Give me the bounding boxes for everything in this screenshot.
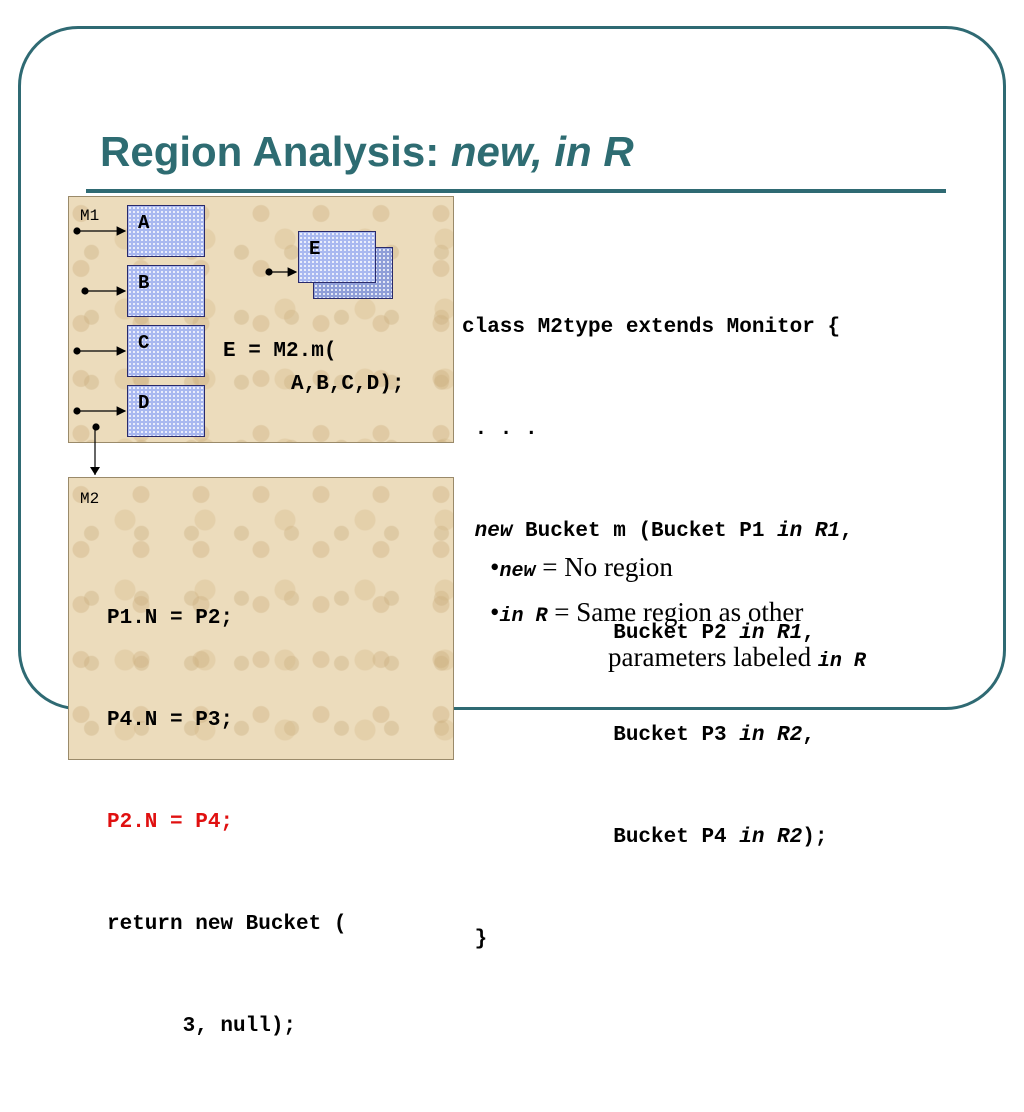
title-rule — [86, 189, 946, 193]
code-line-5: Bucket P3 in R2, — [462, 724, 815, 747]
m2-panel: M2 P1.N = P2; P4.N = P3; P2.N = P4; retu… — [68, 477, 454, 1038]
bullet-in-r-continued: parameters labeled in R — [608, 642, 866, 673]
m2-line-1: P1.N = P2; — [107, 607, 234, 630]
code-line-6: Bucket P4 in R2); — [462, 826, 828, 849]
m1-call-line2: A,B,C,D); — [291, 373, 405, 396]
m1-panel: M1 A B C D E E = M2.m( A,B,C,D); — [68, 196, 454, 443]
m2-line-4: return new Bucket ( — [107, 913, 347, 936]
m1-arrows — [73, 226, 298, 431]
box-e: E — [298, 231, 376, 283]
code-line-1: class M2type extends Monitor { — [462, 316, 841, 339]
m2-label: M2 — [80, 490, 100, 508]
slide-title: Region Analysis: new, in R — [100, 128, 634, 175]
m2-code: P1.N = P2; P4.N = P3; P2.N = P4; return … — [107, 534, 346, 1112]
code-line-2: . . . — [462, 418, 538, 441]
box-d: D — [127, 385, 205, 437]
box-b: B — [127, 265, 205, 317]
bullet-list: •new = No region •in R = Same region as … — [490, 547, 866, 682]
code-line-3: new Bucket m (Bucket P1 in R1, — [474, 520, 853, 543]
m2-line-2: P4.N = P3; — [107, 709, 234, 732]
m1-call-line1: E = M2.m( — [223, 340, 337, 363]
box-c: C — [127, 325, 205, 377]
bullet-new: •new = No region — [490, 552, 673, 583]
m2-line-5: 3, null); — [107, 1015, 297, 1038]
code-line-4: Bucket P2 in R1, — [462, 622, 815, 645]
box-a: A — [127, 205, 205, 257]
m2-line-3-highlight: P2.N = P4; — [107, 811, 234, 834]
m1-m2-connector — [90, 425, 100, 475]
bullet-in-r: •in R = Same region as other — [490, 597, 804, 628]
m1-label: M1 — [80, 207, 100, 225]
code-line-7: } — [462, 928, 488, 951]
